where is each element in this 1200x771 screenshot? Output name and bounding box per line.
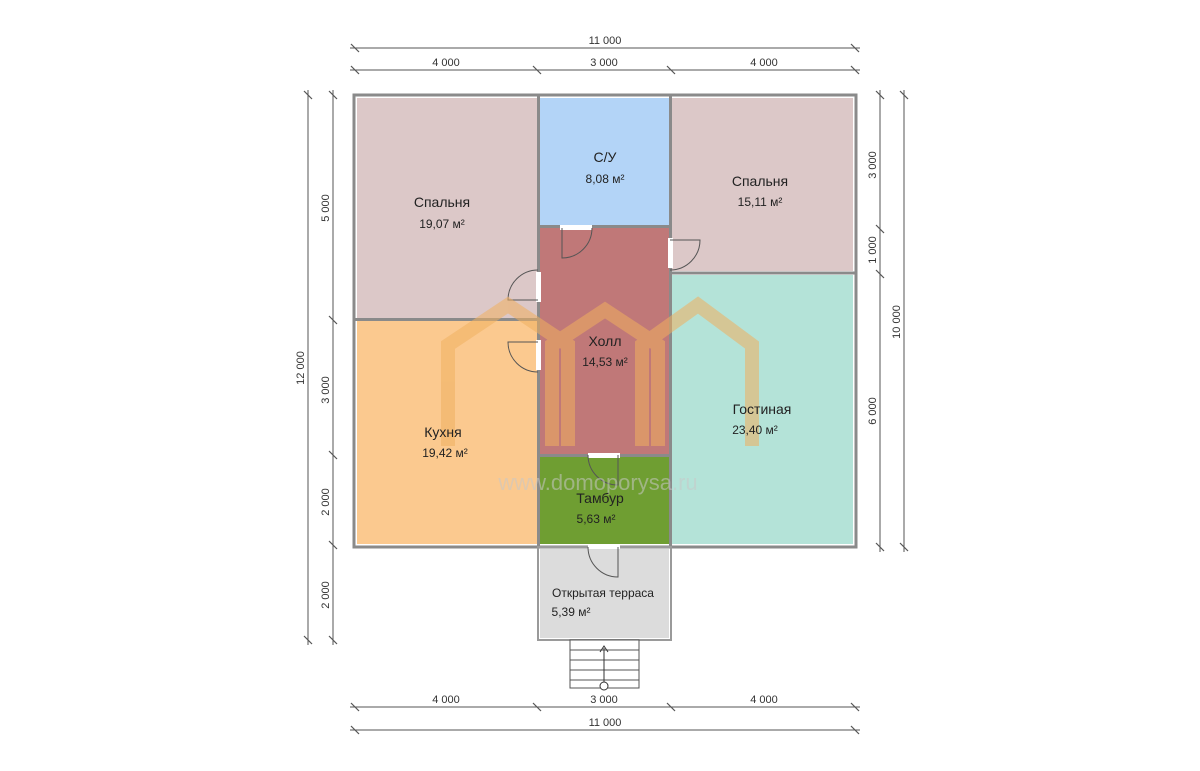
room-vestibule xyxy=(540,457,669,544)
room-bedroom-right xyxy=(672,98,853,271)
dim-bottom-seg-2: 3 000 xyxy=(590,694,618,706)
dim-left-seg-2: 3 000 xyxy=(320,376,332,404)
dim-right-seg-2: 1 000 xyxy=(867,236,879,264)
dim-bottom-seg-1: 4 000 xyxy=(432,694,460,706)
kitchen-area: 19,42 м² xyxy=(422,446,468,460)
bedroom-left-name: Спальня xyxy=(414,194,470,210)
terrace-area: 5,39 м² xyxy=(552,605,591,619)
watermark: www.domoporysa.ru xyxy=(441,296,759,495)
living-area: 23,40 м² xyxy=(732,423,778,437)
dim-left-seg-3: 2 000 xyxy=(320,488,332,516)
hall-area: 14,53 м² xyxy=(582,355,628,369)
dim-left-total-label: 12 000 xyxy=(295,351,307,385)
dim-left-total: 12 000 xyxy=(295,90,313,645)
bathroom-area: 8,08 м² xyxy=(586,172,625,186)
doors xyxy=(507,225,701,578)
vestibule-area: 5,63 м² xyxy=(577,512,616,526)
dim-bottom-total: 11 000 xyxy=(350,717,860,735)
dim-top-seg-1: 4 000 xyxy=(432,57,460,69)
hall-name: Холл xyxy=(589,333,622,349)
room-bathroom xyxy=(540,98,669,225)
room-terrace xyxy=(540,549,669,638)
dim-right-seg-3: 6 000 xyxy=(867,397,879,425)
dim-top-total-label: 11 000 xyxy=(589,35,622,47)
entrance-stairs xyxy=(569,639,640,691)
dim-right-segments: 3 000 1 000 6 000 xyxy=(867,90,885,552)
living-name: Гостиная xyxy=(733,401,792,417)
dim-left-seg-4: 2 000 xyxy=(320,581,332,609)
vestibule-name: Тамбур xyxy=(576,490,624,506)
dim-bottom-total-label: 11 000 xyxy=(589,717,622,729)
bedroom-right-area: 15,11 м² xyxy=(738,195,783,209)
dim-bottom-seg-3: 4 000 xyxy=(750,694,778,706)
dim-top-seg-2: 3 000 xyxy=(590,57,618,69)
dim-left-seg-1: 5 000 xyxy=(320,194,332,222)
terrace-name: Открытая терраса xyxy=(552,586,654,600)
dim-left-segments: 5 000 3 000 2 000 2 000 xyxy=(320,90,338,645)
dim-bottom-segments: 4 000 3 000 4 000 xyxy=(350,694,860,712)
dim-top-total: 11 000 xyxy=(350,35,860,53)
room-bedroom-left xyxy=(357,98,537,318)
bathroom-name: С/У xyxy=(594,149,617,165)
kitchen-name: Кухня xyxy=(424,424,461,440)
dim-top-seg-3: 4 000 xyxy=(750,57,778,69)
dim-right-seg-1: 3 000 xyxy=(867,151,879,179)
room-living xyxy=(672,275,853,544)
bedroom-left-area: 19,07 м² xyxy=(419,217,465,231)
bedroom-right-name: Спальня xyxy=(732,173,788,189)
dim-top-segments: 4 000 3 000 4 000 xyxy=(350,57,860,75)
dim-right-total-label: 10 000 xyxy=(891,305,903,339)
watermark-url: www.domoporysa.ru xyxy=(497,470,697,495)
dim-right-total: 10 000 xyxy=(891,90,909,552)
